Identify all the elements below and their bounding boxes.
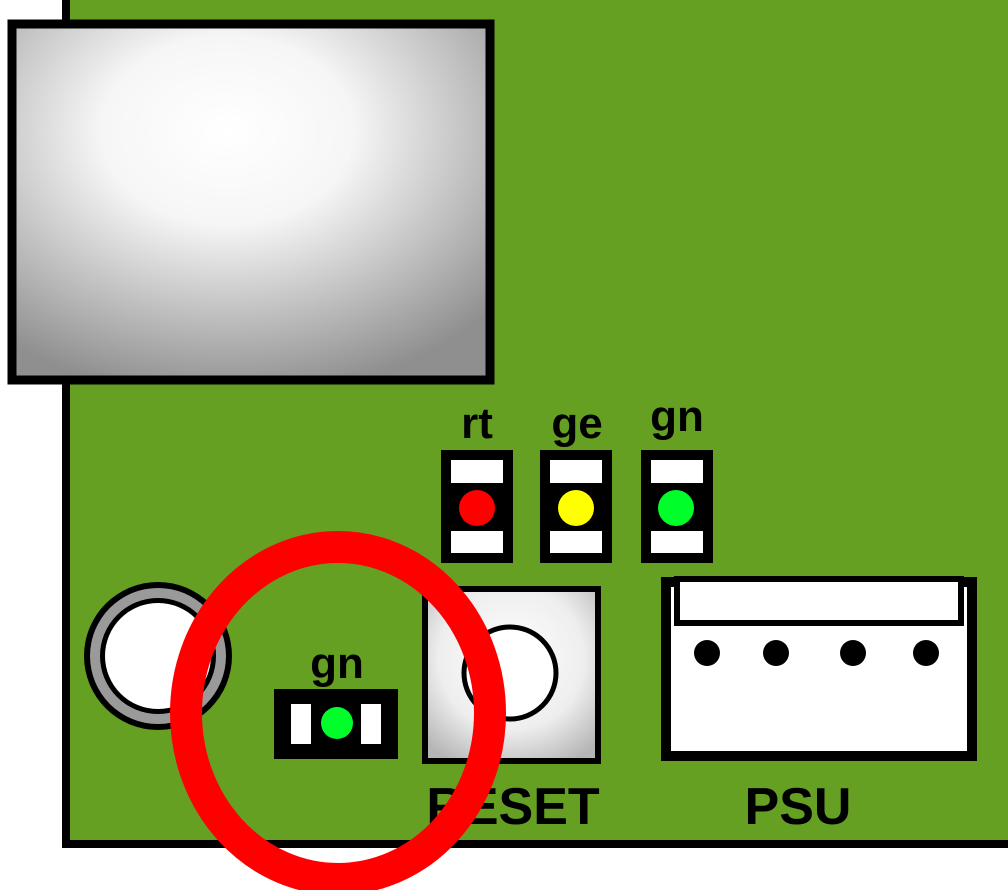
connector-icon bbox=[661, 576, 977, 761]
connector-pin bbox=[694, 640, 720, 666]
led-red bbox=[441, 450, 513, 563]
led-green bbox=[641, 450, 713, 563]
led-yellow bbox=[540, 450, 612, 563]
led-label-gn: gn bbox=[650, 392, 704, 441]
led-label-rt: rt bbox=[461, 399, 493, 448]
highlight-ring bbox=[170, 531, 506, 890]
speaker-icon bbox=[7, 19, 495, 385]
connector-pin bbox=[840, 640, 866, 666]
single-led-green bbox=[274, 689, 398, 759]
single-led-label: gn bbox=[310, 639, 364, 688]
connector-pin bbox=[763, 640, 789, 666]
connector-pin bbox=[913, 640, 939, 666]
psu-label: PSU bbox=[745, 778, 852, 836]
led-label-ge: ge bbox=[551, 399, 602, 448]
